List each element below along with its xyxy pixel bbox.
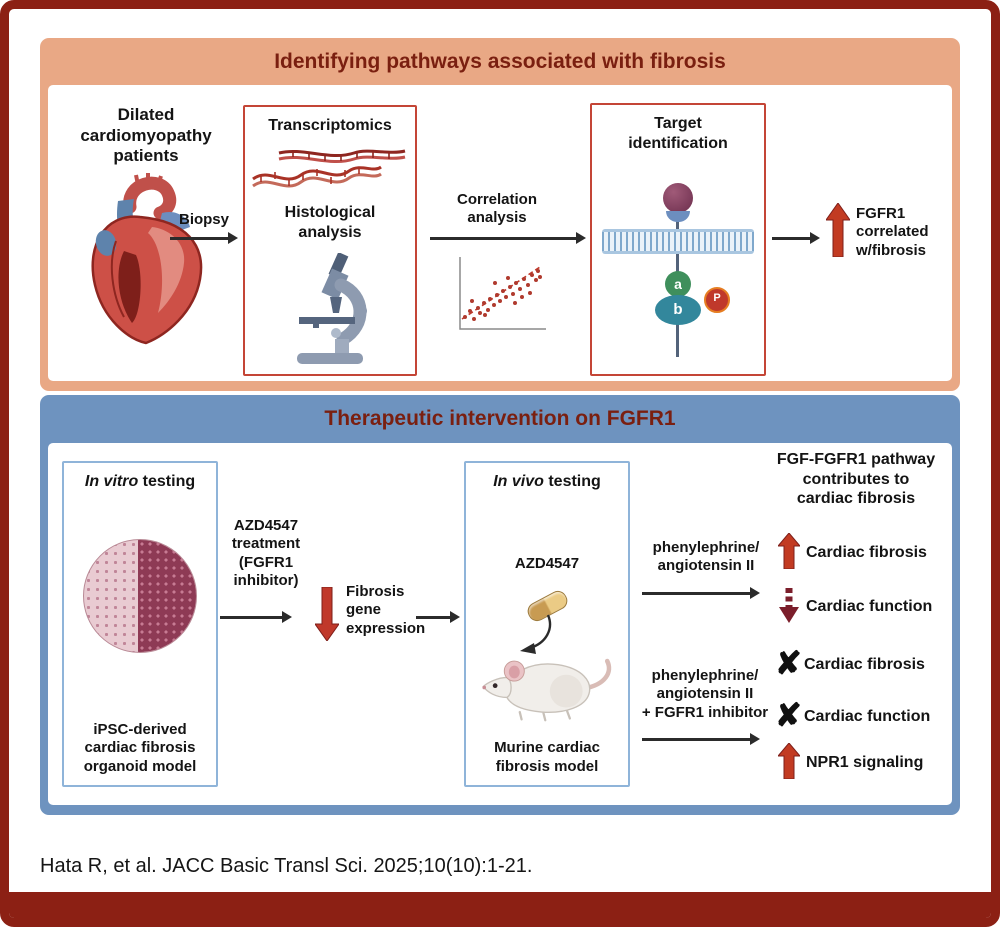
biopsy-label: Biopsy [178, 211, 229, 228]
therapy-panel: Therapeutic intervention on FGFR1 In vit… [40, 395, 960, 815]
increase-arrow-icon [778, 743, 800, 779]
treatment-label: AZD4547 treatment (FGFR1 inhibitor) [231, 517, 301, 589]
phospho-icon: P [704, 287, 730, 313]
mouse-icon [482, 658, 612, 722]
therapy-panel-body: In vitro testing iPSC-derived cardiac fi… [48, 443, 952, 805]
invivo-caption: Murine cardiac fibrosis model [494, 739, 600, 775]
organoid-dark-half [137, 540, 196, 652]
blocked-x-icon: ✘ [775, 697, 802, 733]
arm2-label: phenylephrine/ angiotensin II + FGFR1 in… [641, 667, 769, 721]
invitro-title-rest: testing [138, 473, 196, 490]
receptor-cup-icon [666, 211, 690, 222]
invivo-title-rest: testing [543, 473, 601, 490]
subunit-b-icon: b [655, 295, 701, 325]
arm1-arrow [642, 592, 750, 595]
heart-illustration [91, 173, 203, 345]
histology-label: Histological analysis [284, 204, 376, 241]
decrease-dashed-arrow-icon [779, 588, 799, 623]
conclusion-label: FGF-FGFR1 pathway contributes to cardiac… [776, 451, 936, 508]
patients-label: Dilated cardiomyopathy patients [80, 105, 212, 166]
invitro-caption: iPSC-derived cardiac fibrosis organoid m… [83, 721, 197, 775]
correlation-arrow [430, 237, 576, 240]
arm2-outcome3: NPR1 signaling [806, 754, 924, 771]
target-box: Target identification a b P [590, 103, 766, 376]
arm2-outcome2: Cardiac function [804, 708, 931, 725]
discovery-panel: Identifying pathways associated with fib… [40, 38, 960, 391]
correlation-label: Correlation analysis [456, 191, 537, 227]
arm1-outcome2: Cardiac function [806, 598, 933, 615]
invivo-title-italic: In vivo [493, 473, 544, 490]
biopsy-arrow [170, 237, 228, 240]
increase-arrow-icon [826, 203, 850, 257]
invitro-title: In vitro testing [64, 472, 216, 492]
blocked-x-icon: ✘ [775, 645, 802, 681]
arm2-arrow [642, 738, 750, 741]
scatter-plot-icon [459, 257, 546, 330]
target-title: Target identification [628, 115, 728, 152]
invitro-title-italic: In vitro [84, 473, 139, 490]
invivo-box: In vivo testing AZD4547 [464, 461, 630, 787]
treatment-arrow [220, 616, 282, 619]
invivo-title: In vivo testing [466, 472, 628, 492]
arm2-outcome1: Cardiac fibrosis [804, 656, 925, 673]
therapy-panel-title: Therapeutic intervention on FGFR1 [324, 407, 676, 430]
discovery-panel-body: Dilated cardiomyopathy patients Biopsy T… [48, 85, 952, 381]
transcriptomics-label: Transcriptomics [268, 117, 392, 134]
drug-label: AZD4547 [514, 555, 580, 572]
subunit-a-icon: a [665, 271, 691, 297]
bottom-accent-bar [9, 892, 991, 918]
organoid-icon [83, 539, 197, 653]
curved-arrow-icon [520, 614, 552, 654]
to-invivo-arrow [416, 616, 450, 619]
finding-arrow [772, 237, 810, 240]
discovery-panel-title: Identifying pathways associated with fib… [274, 50, 726, 73]
gene-expression-label: Fibrosis gene expression [346, 583, 426, 637]
invitro-box: In vitro testing iPSC-derived cardiac fi… [62, 461, 218, 787]
decrease-arrow-icon [315, 587, 339, 641]
dna-icon [252, 149, 406, 188]
cell-membrane-icon [602, 229, 754, 254]
increase-arrow-icon [778, 533, 800, 569]
finding-label: FGFR1 correlated w/fibrosis [856, 205, 929, 259]
microscope-icon [297, 253, 367, 364]
omics-box: Transcriptomics [243, 105, 417, 376]
arm1-outcome1: Cardiac fibrosis [806, 544, 927, 561]
citation: Hata R, et al. JACC Basic Transl Sci. 20… [40, 855, 533, 877]
arm1-label: phenylephrine/ angiotensin II [652, 539, 760, 575]
ligand-icon [663, 183, 693, 213]
